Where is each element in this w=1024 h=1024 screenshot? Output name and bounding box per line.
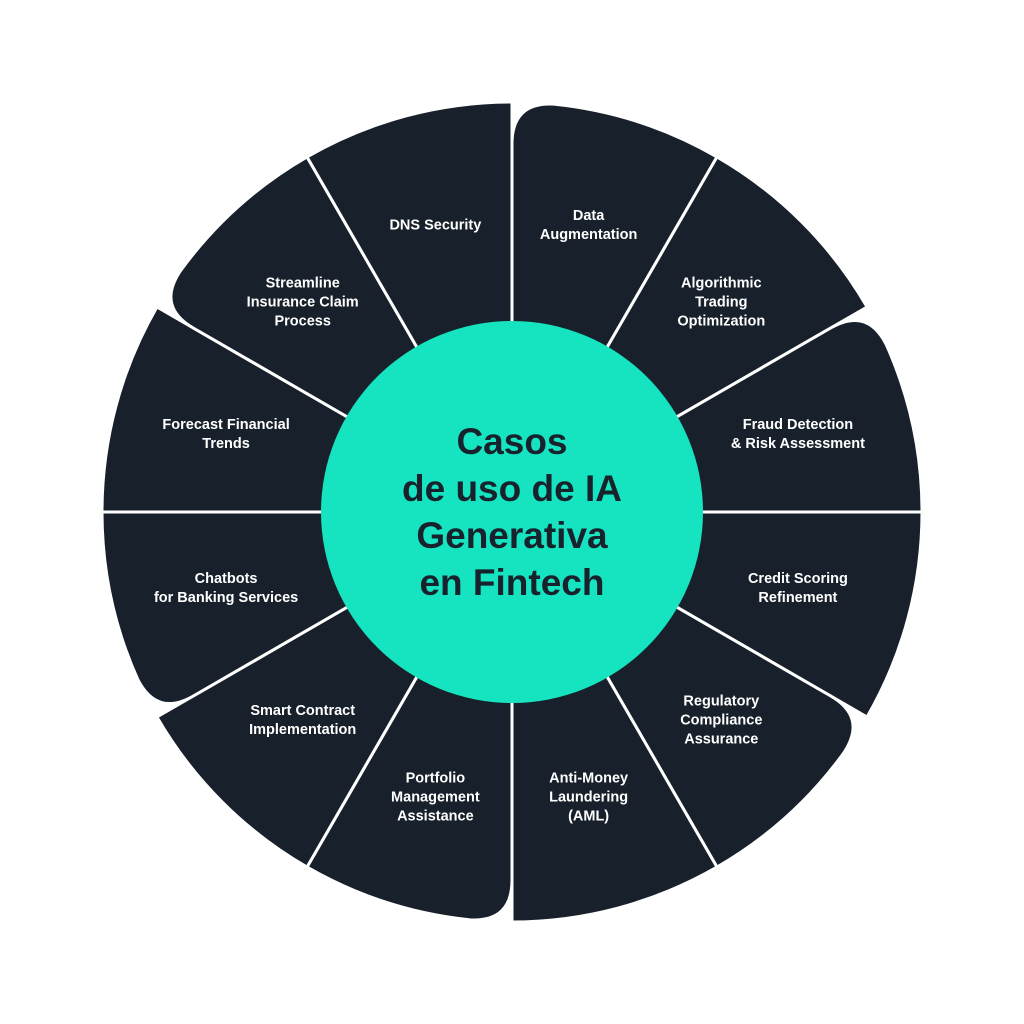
segment-label: Regulatory Compliance Assurance bbox=[680, 693, 763, 748]
segment-label: Portfolio Management Assistance bbox=[391, 770, 480, 825]
segment-label: Algorithmic Trading Optimization bbox=[677, 275, 766, 330]
segment-label: Anti-Money Laundering (AML) bbox=[549, 770, 629, 825]
center-circle bbox=[321, 321, 703, 703]
segment-label: Streamline Insurance Claim Process bbox=[246, 275, 359, 330]
segment-label: DNS Security bbox=[389, 217, 482, 234]
segment-label: Credit Scoring Refinement bbox=[747, 570, 848, 606]
segment-label: Data Augmentation bbox=[539, 208, 638, 244]
segment-label: Fraud Detection & Risk Assessment bbox=[730, 417, 865, 453]
center-title: Casos de uso de IA Generativa en Fintech bbox=[402, 421, 622, 603]
segment-label: Chatbots for Banking Services bbox=[153, 570, 299, 606]
segment-label: Smart Contract Implementation bbox=[249, 703, 357, 739]
segment-label: Forecast Financial Trends bbox=[162, 417, 290, 453]
